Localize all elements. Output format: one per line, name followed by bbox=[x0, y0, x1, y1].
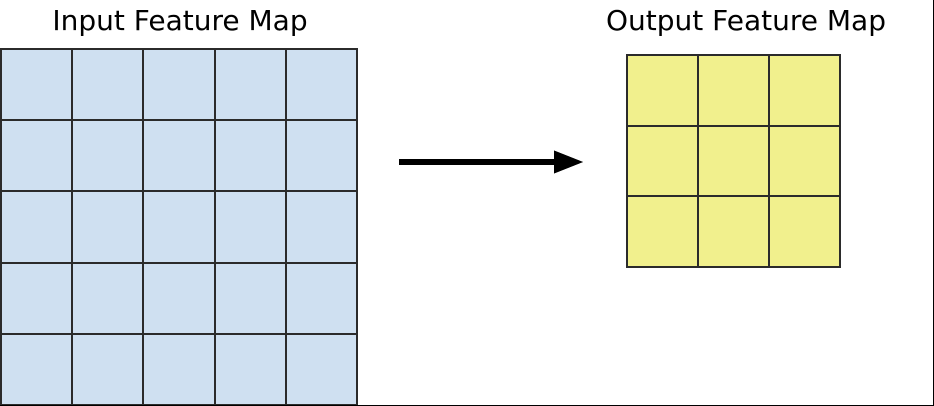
input-cell-r3c1 bbox=[2, 192, 72, 262]
output-feature-map-grid bbox=[626, 54, 841, 268]
input-cell-r2c2 bbox=[73, 121, 143, 191]
output-cell-r3c2 bbox=[699, 197, 768, 266]
input-cell-r1c3 bbox=[144, 50, 214, 120]
input-cell-r1c2 bbox=[73, 50, 143, 120]
input-cell-r5c1 bbox=[2, 334, 72, 404]
input-cell-r3c4 bbox=[215, 192, 285, 262]
input-cell-r4c5 bbox=[286, 263, 356, 333]
input-cell-r4c2 bbox=[73, 263, 143, 333]
output-cell-r2c3 bbox=[770, 126, 839, 196]
output-cell-r3c1 bbox=[628, 197, 697, 266]
input-cell-r5c3 bbox=[144, 334, 214, 404]
input-cell-r2c1 bbox=[2, 121, 72, 191]
input-cell-r1c4 bbox=[215, 50, 285, 120]
input-cell-r4c3 bbox=[144, 263, 214, 333]
input-cell-r5c2 bbox=[73, 334, 143, 404]
output-cell-r1c3 bbox=[770, 56, 839, 125]
output-cell-r2c1 bbox=[628, 126, 697, 196]
input-cell-r5c5 bbox=[286, 334, 356, 404]
input-cell-r2c3 bbox=[144, 121, 214, 191]
input-cell-r2c4 bbox=[215, 121, 285, 191]
input-cell-r4c1 bbox=[2, 263, 72, 333]
input-cell-r3c5 bbox=[286, 192, 356, 262]
input-cell-r1c1 bbox=[2, 50, 72, 120]
input-cell-r4c4 bbox=[215, 263, 285, 333]
input-feature-map-title: Input Feature Map bbox=[52, 4, 308, 37]
input-cell-r1c5 bbox=[286, 50, 356, 120]
output-cell-r1c1 bbox=[628, 56, 697, 125]
input-cell-r2c5 bbox=[286, 121, 356, 191]
input-cell-r5c4 bbox=[215, 334, 285, 404]
right-arrow-icon bbox=[399, 150, 583, 174]
output-cell-r1c2 bbox=[699, 56, 768, 125]
input-feature-map-grid bbox=[0, 48, 358, 405]
output-cell-r2c2 bbox=[699, 126, 768, 196]
output-feature-map-title: Output Feature Map bbox=[606, 4, 886, 37]
output-cell-r3c3 bbox=[770, 197, 839, 266]
input-cell-r3c2 bbox=[73, 192, 143, 262]
input-cell-r3c3 bbox=[144, 192, 214, 262]
